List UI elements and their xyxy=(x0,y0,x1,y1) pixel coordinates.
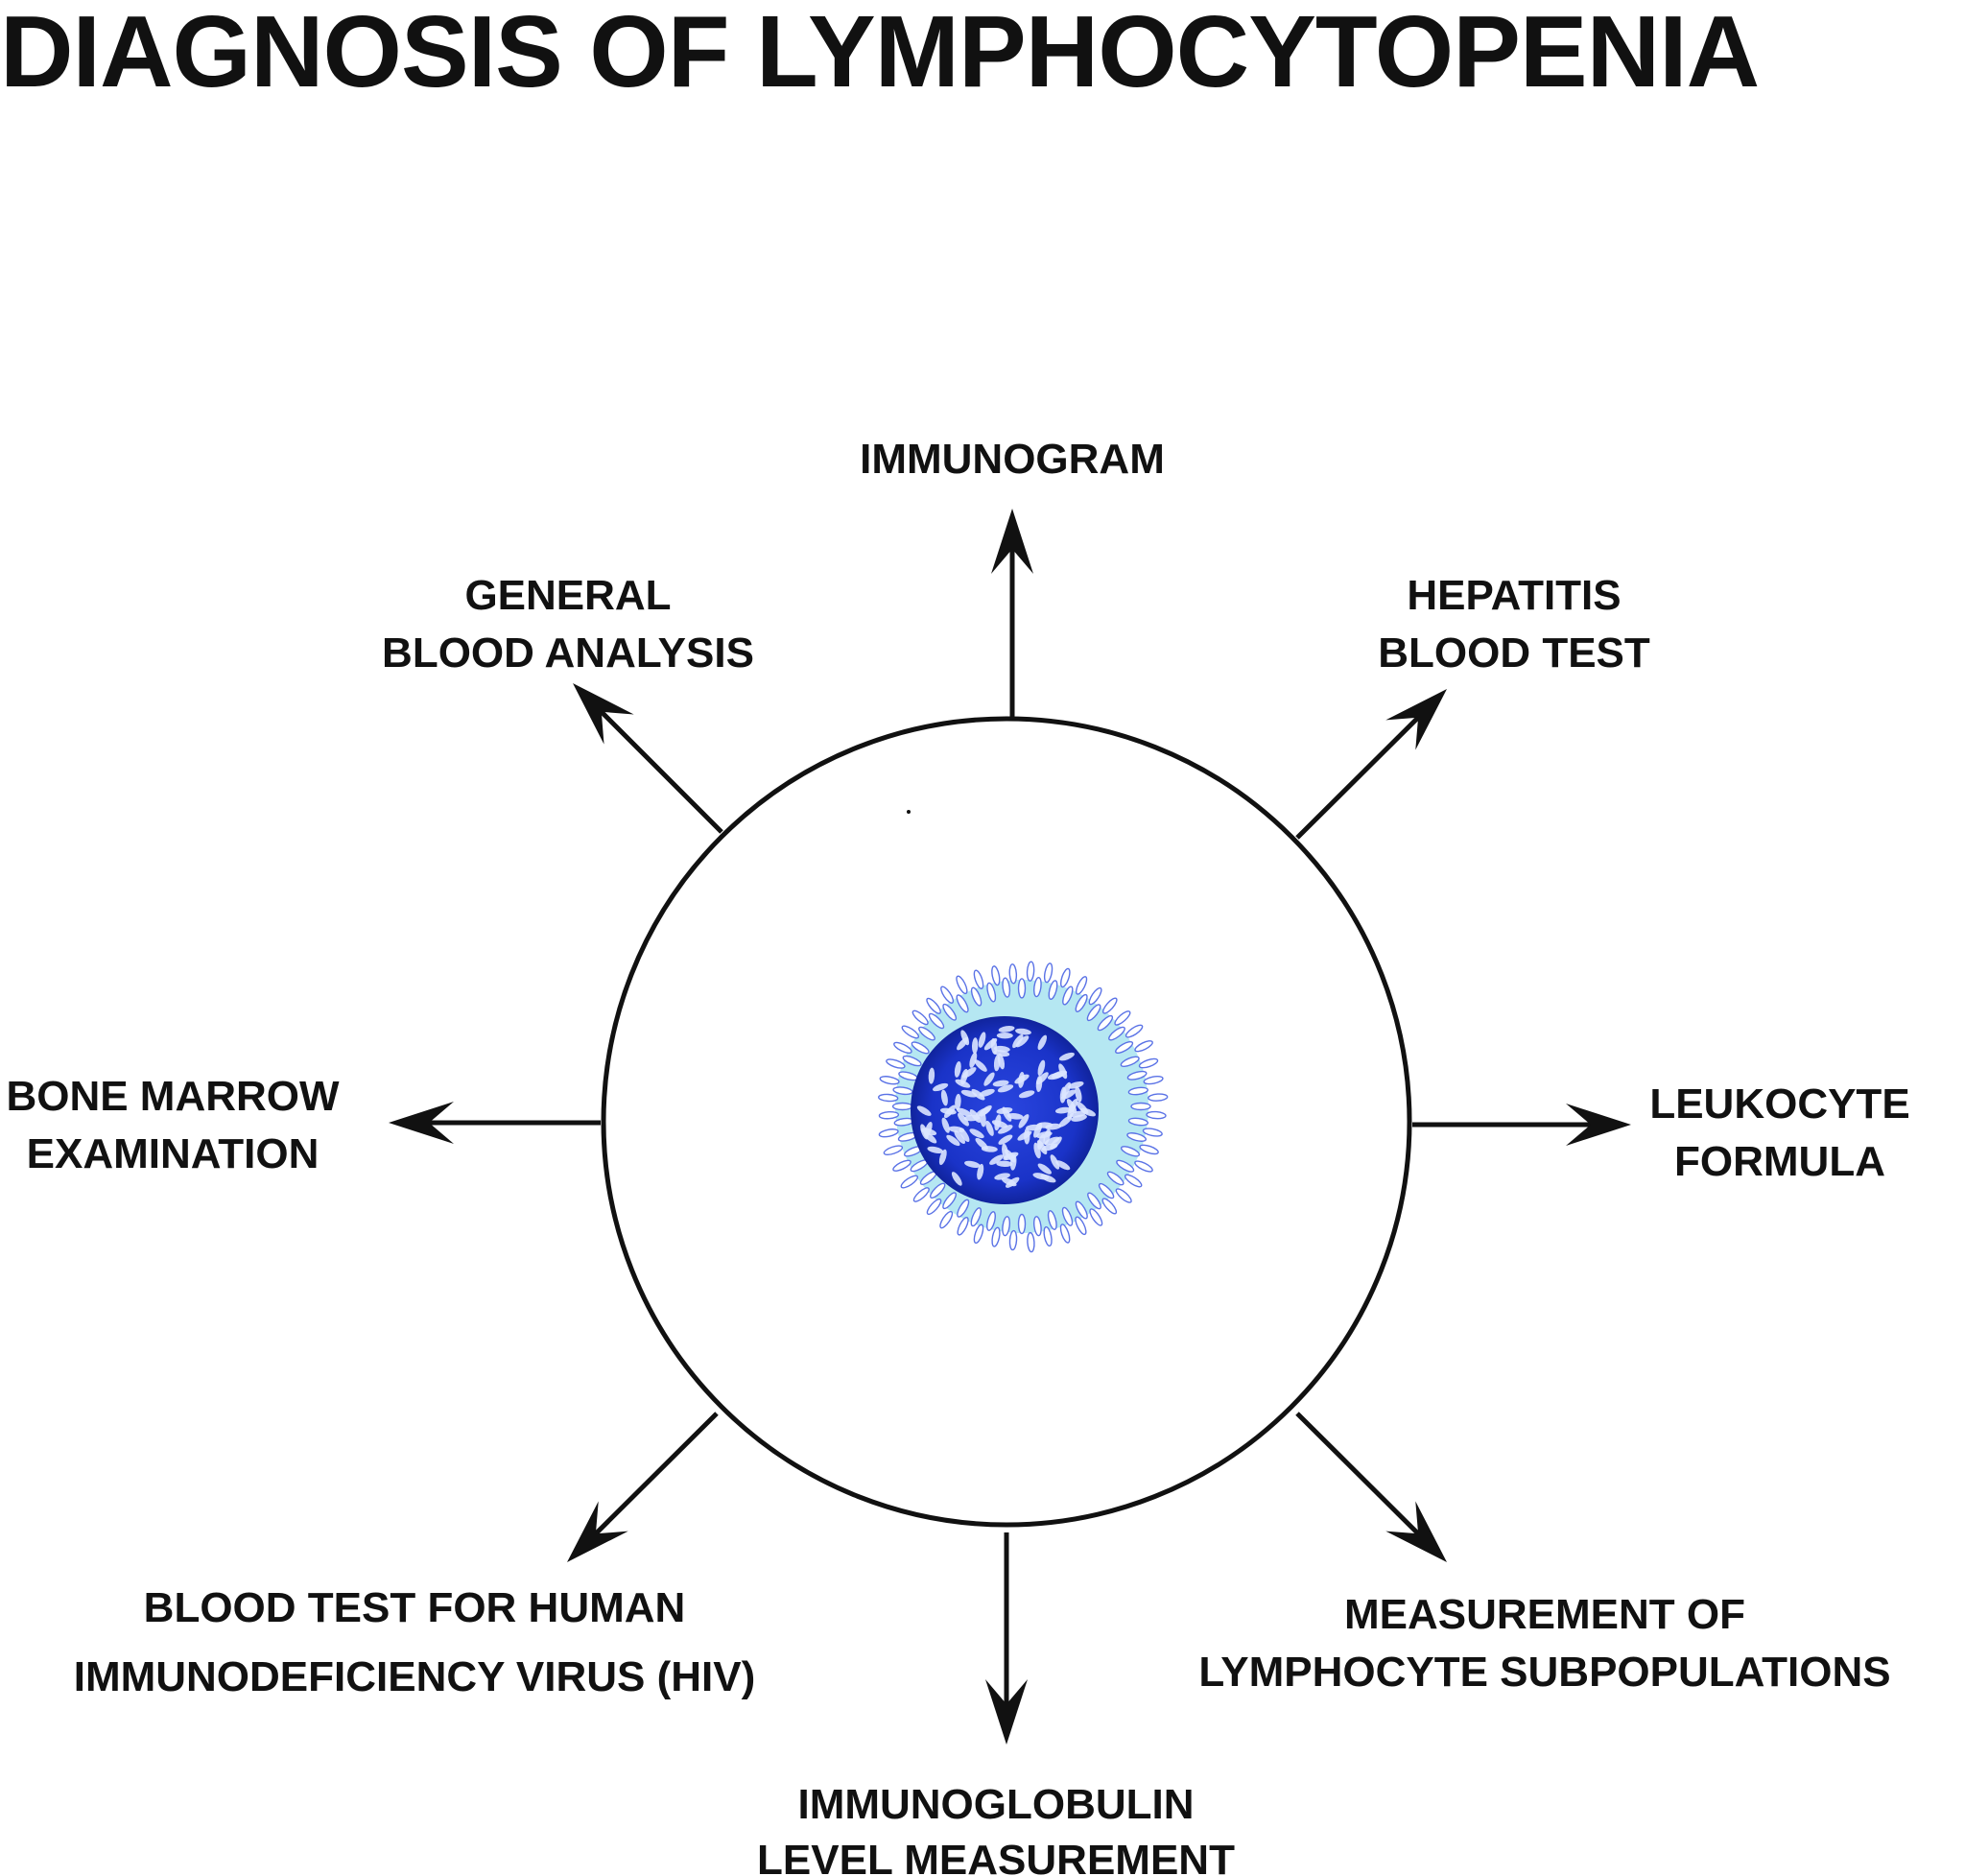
arrow-bone-marrow-examination xyxy=(389,1102,601,1144)
arrowhead-immunogram xyxy=(991,509,1033,574)
arrowhead-blood-test-for-hiv xyxy=(567,1501,628,1562)
diagram-title: DIAGNOSIS OF LYMPHOCYTOPENIA xyxy=(0,0,1760,108)
arrowhead-leukocyte-formula xyxy=(1566,1104,1631,1146)
arrow-blood-test-for-hiv xyxy=(567,1412,719,1562)
arrow-general-blood-analysis xyxy=(573,683,723,834)
arrow-hepatitis-blood-test xyxy=(1295,689,1447,840)
arrowhead-general-blood-analysis xyxy=(573,683,634,745)
arrow-immunogram xyxy=(991,509,1033,718)
branch-arrows xyxy=(389,509,1631,1745)
arrow-immunoglobulin-level-measurement xyxy=(985,1532,1028,1745)
arrowhead-hepatitis-blood-test xyxy=(1385,689,1447,750)
arrow-leukocyte-formula xyxy=(1412,1104,1631,1146)
lymphocyte-cell-icon xyxy=(878,810,1169,1253)
arrowhead-bone-marrow-examination xyxy=(389,1102,454,1144)
arrowhead-immunoglobulin-level-measurement xyxy=(985,1679,1028,1745)
arrowhead-measurement-of-lymphocyte-subpopulations xyxy=(1385,1501,1447,1562)
arrow-measurement-of-lymphocyte-subpopulations xyxy=(1295,1412,1447,1562)
label-immunogram: IMMUNOGRAM xyxy=(860,436,1165,483)
